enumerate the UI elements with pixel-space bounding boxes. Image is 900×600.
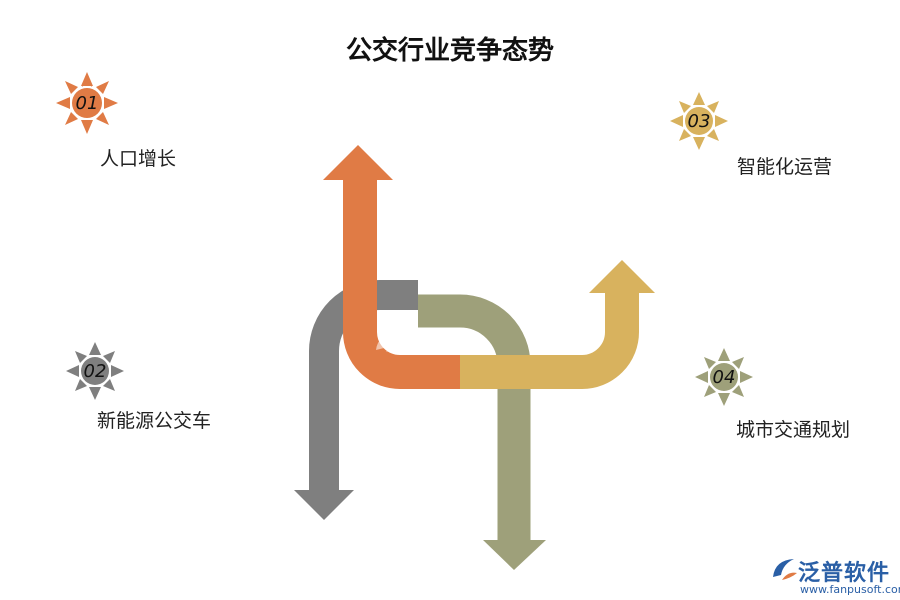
brand-name: 泛普软件 <box>798 561 891 586</box>
watermark: 泛普软件 FANPU SOFTWARE <box>372 326 502 362</box>
badge-03-number: 03 <box>688 111 711 132</box>
factor-label-02: 新能源公交车 <box>97 410 212 432</box>
badge-04-number: 04 <box>713 367 736 388</box>
watermark-sub: FANPU SOFTWARE <box>405 347 478 356</box>
badge-03-sun-icon: 03 <box>670 92 728 150</box>
page-title: 公交行业竞争态势 <box>345 36 554 66</box>
brand-logo: 泛普软件 www.fanpusoft.com <box>770 553 900 600</box>
badge-02-number: 02 <box>84 361 107 382</box>
watermark-logo-icon <box>376 334 400 352</box>
brand-logo-icon <box>773 559 797 580</box>
factor-label-04: 城市交通规划 <box>736 419 851 441</box>
brand-url: www.fanpusoft.com <box>800 583 900 596</box>
watermark-name: 泛普软件 <box>404 331 472 351</box>
badge-04-sun-icon: 04 <box>695 348 753 406</box>
factor-label-03: 智能化运营 <box>737 156 833 178</box>
badge-01-sun-icon: 01 <box>56 72 118 134</box>
badge-02-sun-icon: 02 <box>66 342 124 400</box>
gold-up-arrow <box>460 260 655 389</box>
orange-up-arrow <box>323 145 460 389</box>
badge-01-number: 01 <box>76 93 99 114</box>
factor-label-01: 人口增长 <box>100 148 177 170</box>
